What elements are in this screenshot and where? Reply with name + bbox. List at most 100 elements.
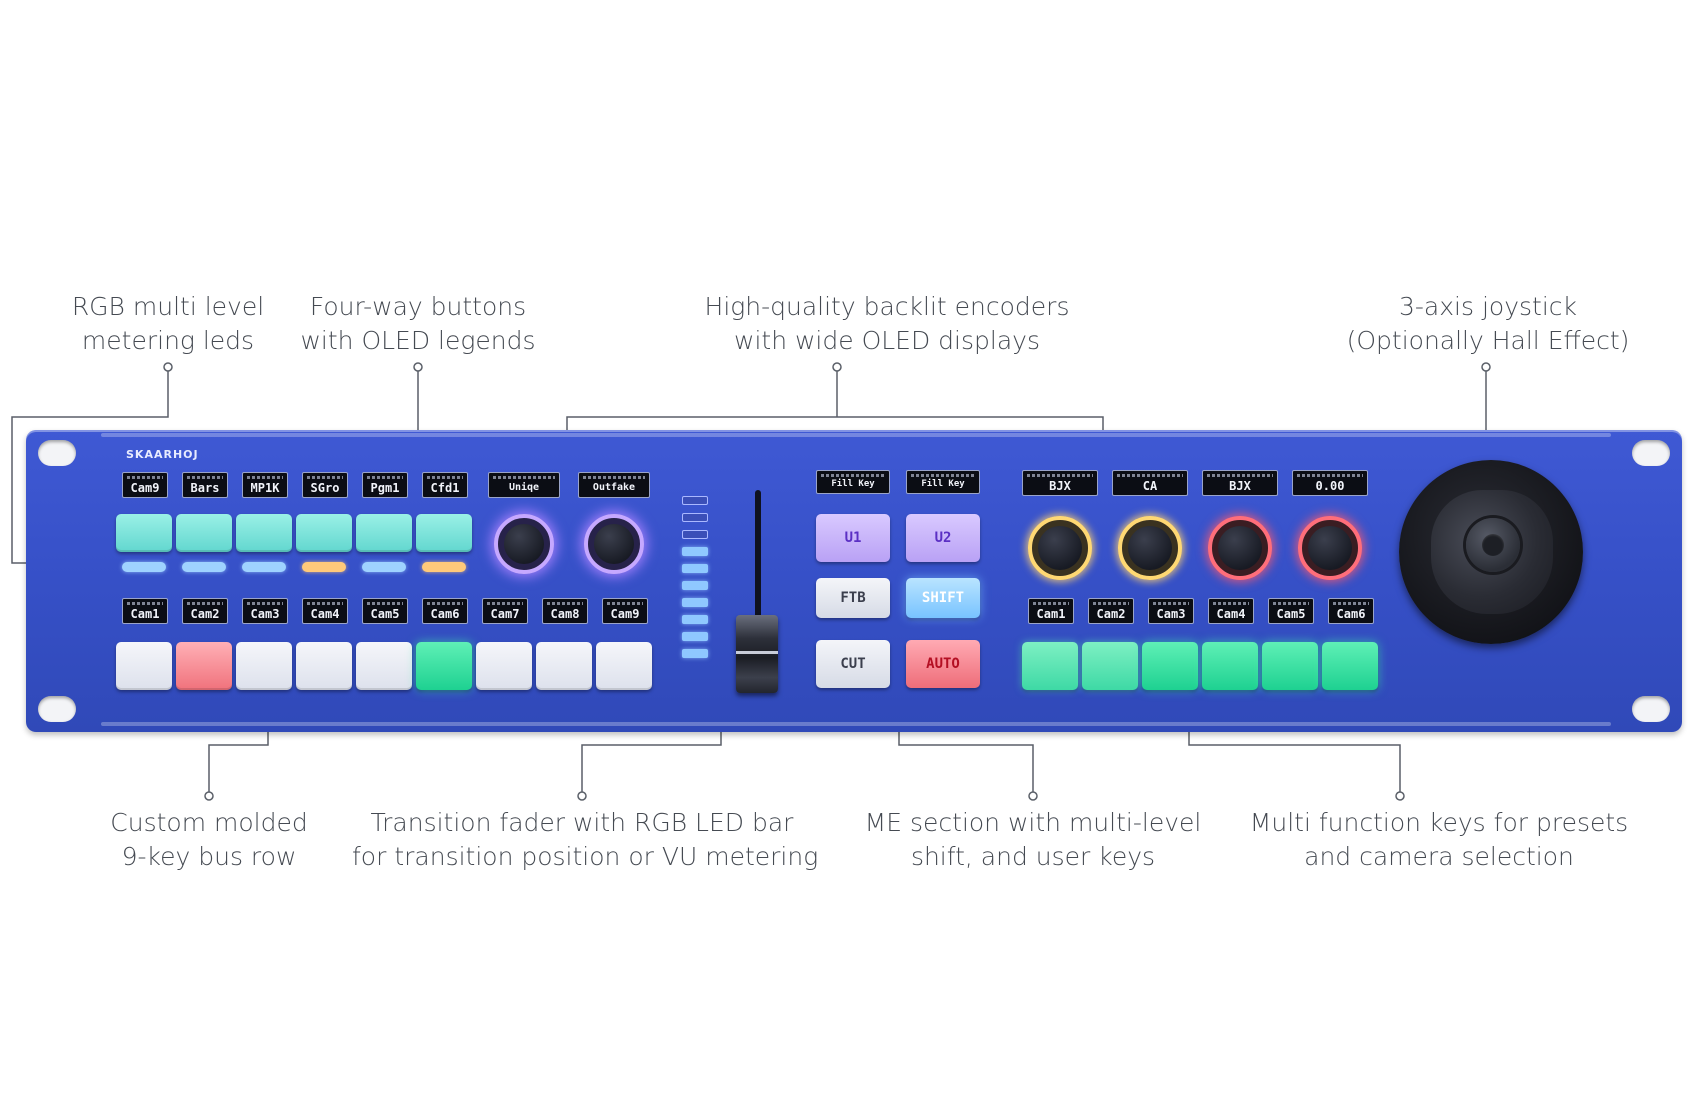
- oled-display: Cam3: [242, 598, 288, 624]
- camera-key[interactable]: [1202, 642, 1258, 690]
- four-way-button[interactable]: [356, 514, 412, 552]
- oled-header: [427, 476, 463, 479]
- user-key-2-button[interactable]: U2: [906, 514, 980, 562]
- ftb-button[interactable]: FTB: [816, 578, 890, 618]
- oled-legend: Cam3: [1156, 607, 1186, 621]
- transition-fader[interactable]: [736, 615, 778, 693]
- meter-led-segment: [682, 530, 708, 539]
- oled-header: [1027, 474, 1093, 477]
- oled-legend: MP1K: [250, 481, 280, 495]
- oled-display: Cam7: [482, 598, 528, 624]
- camera-key[interactable]: [1082, 642, 1138, 690]
- bus-key[interactable]: [176, 642, 232, 690]
- oled-legend: Cam7: [490, 607, 520, 621]
- meter-led-segment: [682, 547, 708, 556]
- camera-key[interactable]: [1322, 642, 1378, 690]
- backlit-encoder[interactable]: [494, 514, 554, 574]
- four-way-button[interactable]: [176, 514, 232, 552]
- four-way-button[interactable]: [416, 514, 472, 552]
- metering-led: [422, 562, 466, 572]
- callout-line: Four-way buttons: [309, 292, 527, 321]
- callout-line: and camera selection: [1304, 842, 1574, 871]
- bus-key[interactable]: [296, 642, 352, 690]
- bus-key[interactable]: [536, 642, 592, 690]
- oled-header: [1153, 602, 1189, 605]
- bus-key[interactable]: [356, 642, 412, 690]
- me-oled-display: Fill Key: [906, 470, 980, 494]
- oled-legend: Cam3: [250, 607, 280, 621]
- oled-legend: Cam1: [1036, 607, 1066, 621]
- rack-edge-top: [101, 433, 1611, 437]
- oled-legend: Cam6: [430, 607, 460, 621]
- oled-header: [127, 602, 163, 605]
- oled-legend: BJX: [1049, 479, 1071, 493]
- bus-key[interactable]: [236, 642, 292, 690]
- oled-display: Cam3: [1148, 598, 1194, 624]
- bus-key[interactable]: [476, 642, 532, 690]
- auto-button[interactable]: AUTO: [906, 640, 980, 688]
- joystick-button[interactable]: [1482, 534, 1504, 556]
- oled-header: [487, 602, 523, 605]
- oled-legend: Bars: [190, 481, 220, 495]
- oled-display: MP1K: [242, 472, 288, 498]
- metering-led: [242, 562, 286, 572]
- oled-display: SGro: [302, 472, 348, 498]
- callout-line: Transition fader with RGB LED bar: [370, 808, 794, 837]
- callout-line: for transition position or VU metering: [352, 842, 819, 871]
- oled-display: Cam8: [542, 598, 588, 624]
- oled-legend: BJX: [1229, 479, 1251, 493]
- bus-key[interactable]: [596, 642, 652, 690]
- oled-legend: 0.00: [1315, 479, 1345, 493]
- camera-key[interactable]: [1142, 642, 1198, 690]
- backlit-encoder[interactable]: [1028, 516, 1092, 580]
- metering-led: [122, 562, 166, 572]
- oled-header: [1117, 474, 1183, 477]
- callout-joystick: 3-axis joystick (Optionally Hall Effect): [1338, 290, 1638, 358]
- bus-key[interactable]: [416, 642, 472, 690]
- oled-legend: Cam4: [310, 607, 340, 621]
- fader-slot: [755, 490, 761, 678]
- oled-display: Outfake: [578, 472, 650, 498]
- backlit-encoder[interactable]: [584, 514, 644, 574]
- oled-header: [367, 476, 403, 479]
- oled-display: Cam9: [122, 472, 168, 498]
- brand-logo: SKAARHOJ: [126, 448, 199, 461]
- oled-display: Cam5: [362, 598, 408, 624]
- shift-button[interactable]: SHIFT: [906, 578, 980, 618]
- metering-led: [302, 562, 346, 572]
- rack-mount-hole: [38, 696, 76, 722]
- oled-header: [1207, 474, 1273, 477]
- four-way-button[interactable]: [236, 514, 292, 552]
- rack-mount-hole: [1632, 696, 1670, 722]
- oled-legend: Cam2: [190, 607, 220, 621]
- meter-led-segment: [682, 598, 708, 607]
- oled-header: [607, 602, 643, 605]
- four-way-button[interactable]: [116, 514, 172, 552]
- oled-display: BJX: [1022, 470, 1098, 496]
- callout-line: Custom molded: [110, 808, 308, 837]
- oled-legend: Cam9: [130, 481, 160, 495]
- meter-led-segment: [682, 513, 708, 522]
- callout-line: 3-axis joystick: [1399, 292, 1577, 321]
- backlit-encoder[interactable]: [1208, 516, 1272, 580]
- oled-header: [1273, 602, 1309, 605]
- oled-legend: CA: [1142, 479, 1158, 493]
- bus-key[interactable]: [116, 642, 172, 690]
- oled-display: BJX: [1202, 470, 1278, 496]
- callout-fader: Transition fader with RGB LED bar for tr…: [352, 806, 819, 874]
- user-key-1-button[interactable]: U1: [816, 514, 890, 562]
- cut-button[interactable]: CUT: [816, 640, 890, 688]
- oled-display: Cam4: [1208, 598, 1254, 624]
- four-way-button[interactable]: [296, 514, 352, 552]
- oled-display: Cam6: [422, 598, 468, 624]
- backlit-encoder[interactable]: [1118, 516, 1182, 580]
- oled-header: [547, 602, 583, 605]
- rack-mount-hole: [1632, 440, 1670, 466]
- callout-line: RGB multi level: [71, 292, 265, 321]
- camera-key[interactable]: [1022, 642, 1078, 690]
- meter-led-segment: [682, 581, 708, 590]
- callout-line: shift, and user keys: [910, 842, 1156, 871]
- camera-key[interactable]: [1262, 642, 1318, 690]
- backlit-encoder[interactable]: [1298, 516, 1362, 580]
- metering-led: [362, 562, 406, 572]
